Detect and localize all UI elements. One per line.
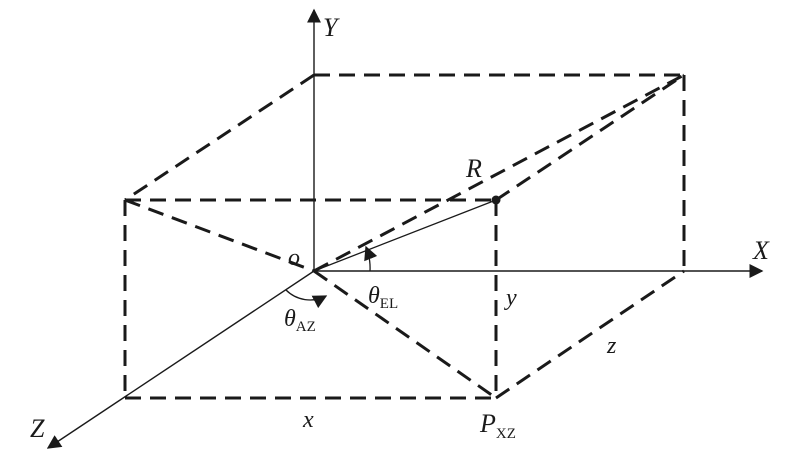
angle-arcs	[285, 245, 378, 309]
theta-el-label: θEL	[368, 283, 398, 312]
box-dashed-edges	[123, 73, 686, 400]
z-axis-line	[46, 270, 315, 449]
p-xz-label: PXZ	[479, 409, 516, 442]
dim-y-label: y	[504, 285, 517, 311]
range-label: R	[465, 154, 482, 183]
elevation-angle-arc	[364, 245, 378, 272]
box-top-left-edge	[124, 73, 315, 202]
p-xz-symbol: P	[479, 409, 496, 438]
range-vector-r	[313, 199, 497, 272]
theta-az-label: θAZ	[284, 306, 316, 335]
target-point-dot	[491, 195, 501, 205]
y-axis-label: Y	[323, 13, 340, 42]
theta-az-subscript: AZ	[296, 319, 316, 335]
theta-az-symbol: θ	[284, 306, 296, 332]
x-axis-label: X	[752, 236, 770, 265]
theta-el-symbol: θ	[368, 283, 380, 309]
diag-left-to-origin	[124, 198, 315, 273]
z-axis-label: Z	[30, 414, 45, 443]
diag-origin-to-top-corner	[313, 73, 685, 273]
vector-lines	[313, 199, 497, 272]
origin-label: o	[288, 245, 300, 271]
axes-group	[46, 8, 764, 449]
azimuth-angle-arc	[285, 289, 328, 309]
box-top-right-edge	[495, 73, 685, 202]
theta-el-subscript: EL	[380, 296, 398, 312]
dim-z-label: z	[606, 333, 617, 359]
projection-line-to-pxz	[313, 269, 497, 400]
box-bottom-right-edge	[495, 269, 685, 400]
p-xz-subscript: XZ	[496, 426, 516, 442]
dim-x-label: x	[302, 407, 314, 433]
